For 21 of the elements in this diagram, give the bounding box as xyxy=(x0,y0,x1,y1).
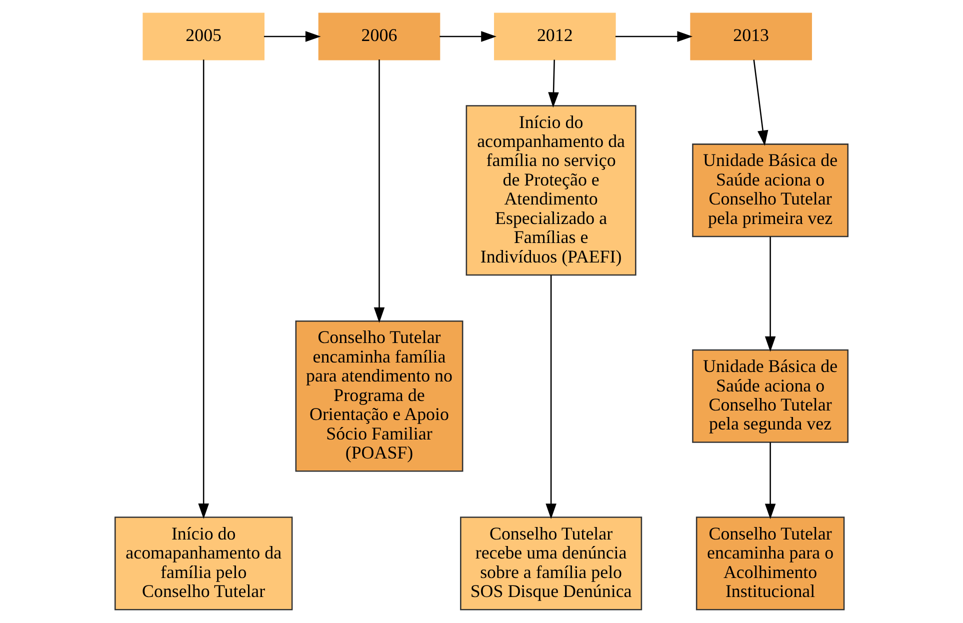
node-box: 2013 xyxy=(690,12,812,60)
node-box: Unidade Básica de Saúde aciona o Conselho Tutelar pela primeira vez xyxy=(692,144,848,238)
arrow xyxy=(615,31,693,42)
arrow xyxy=(264,31,321,42)
arrow xyxy=(548,60,559,108)
node-box: Início do acomapanhamento da família pelo Conselho Tutelar xyxy=(114,516,293,610)
node-box: 2005 xyxy=(142,12,264,60)
arrow xyxy=(440,31,496,42)
node-box: Conselho Tutelar encaminha para o Acolhimento Institucional xyxy=(696,516,845,610)
arrow xyxy=(764,442,776,520)
node-box: 2012 xyxy=(494,12,616,60)
node-box: Início do acompanhamento da família no serviço de Proteção e Atendimento Especializado a Famílias e Indivíduos (PAEFI) xyxy=(466,105,636,276)
arrow xyxy=(546,275,556,520)
arrow xyxy=(753,60,768,146)
arrow xyxy=(764,236,776,352)
node-box: Conselho Tutelar recebe uma denúncia sobre a família pelo SOS Disque Denúnica xyxy=(460,516,642,610)
arrow xyxy=(198,60,209,519)
node-box: 2006 xyxy=(318,12,440,60)
node-box: Conselho Tutelar encaminha família para atendimento no Programa de Orientação e Apoio Sócio Familiar (POASF) xyxy=(295,320,464,472)
arrow xyxy=(374,60,385,323)
node-box: Unidade Básica de Saúde aciona o Conselho Tutelar pela segunda vez xyxy=(692,349,848,443)
